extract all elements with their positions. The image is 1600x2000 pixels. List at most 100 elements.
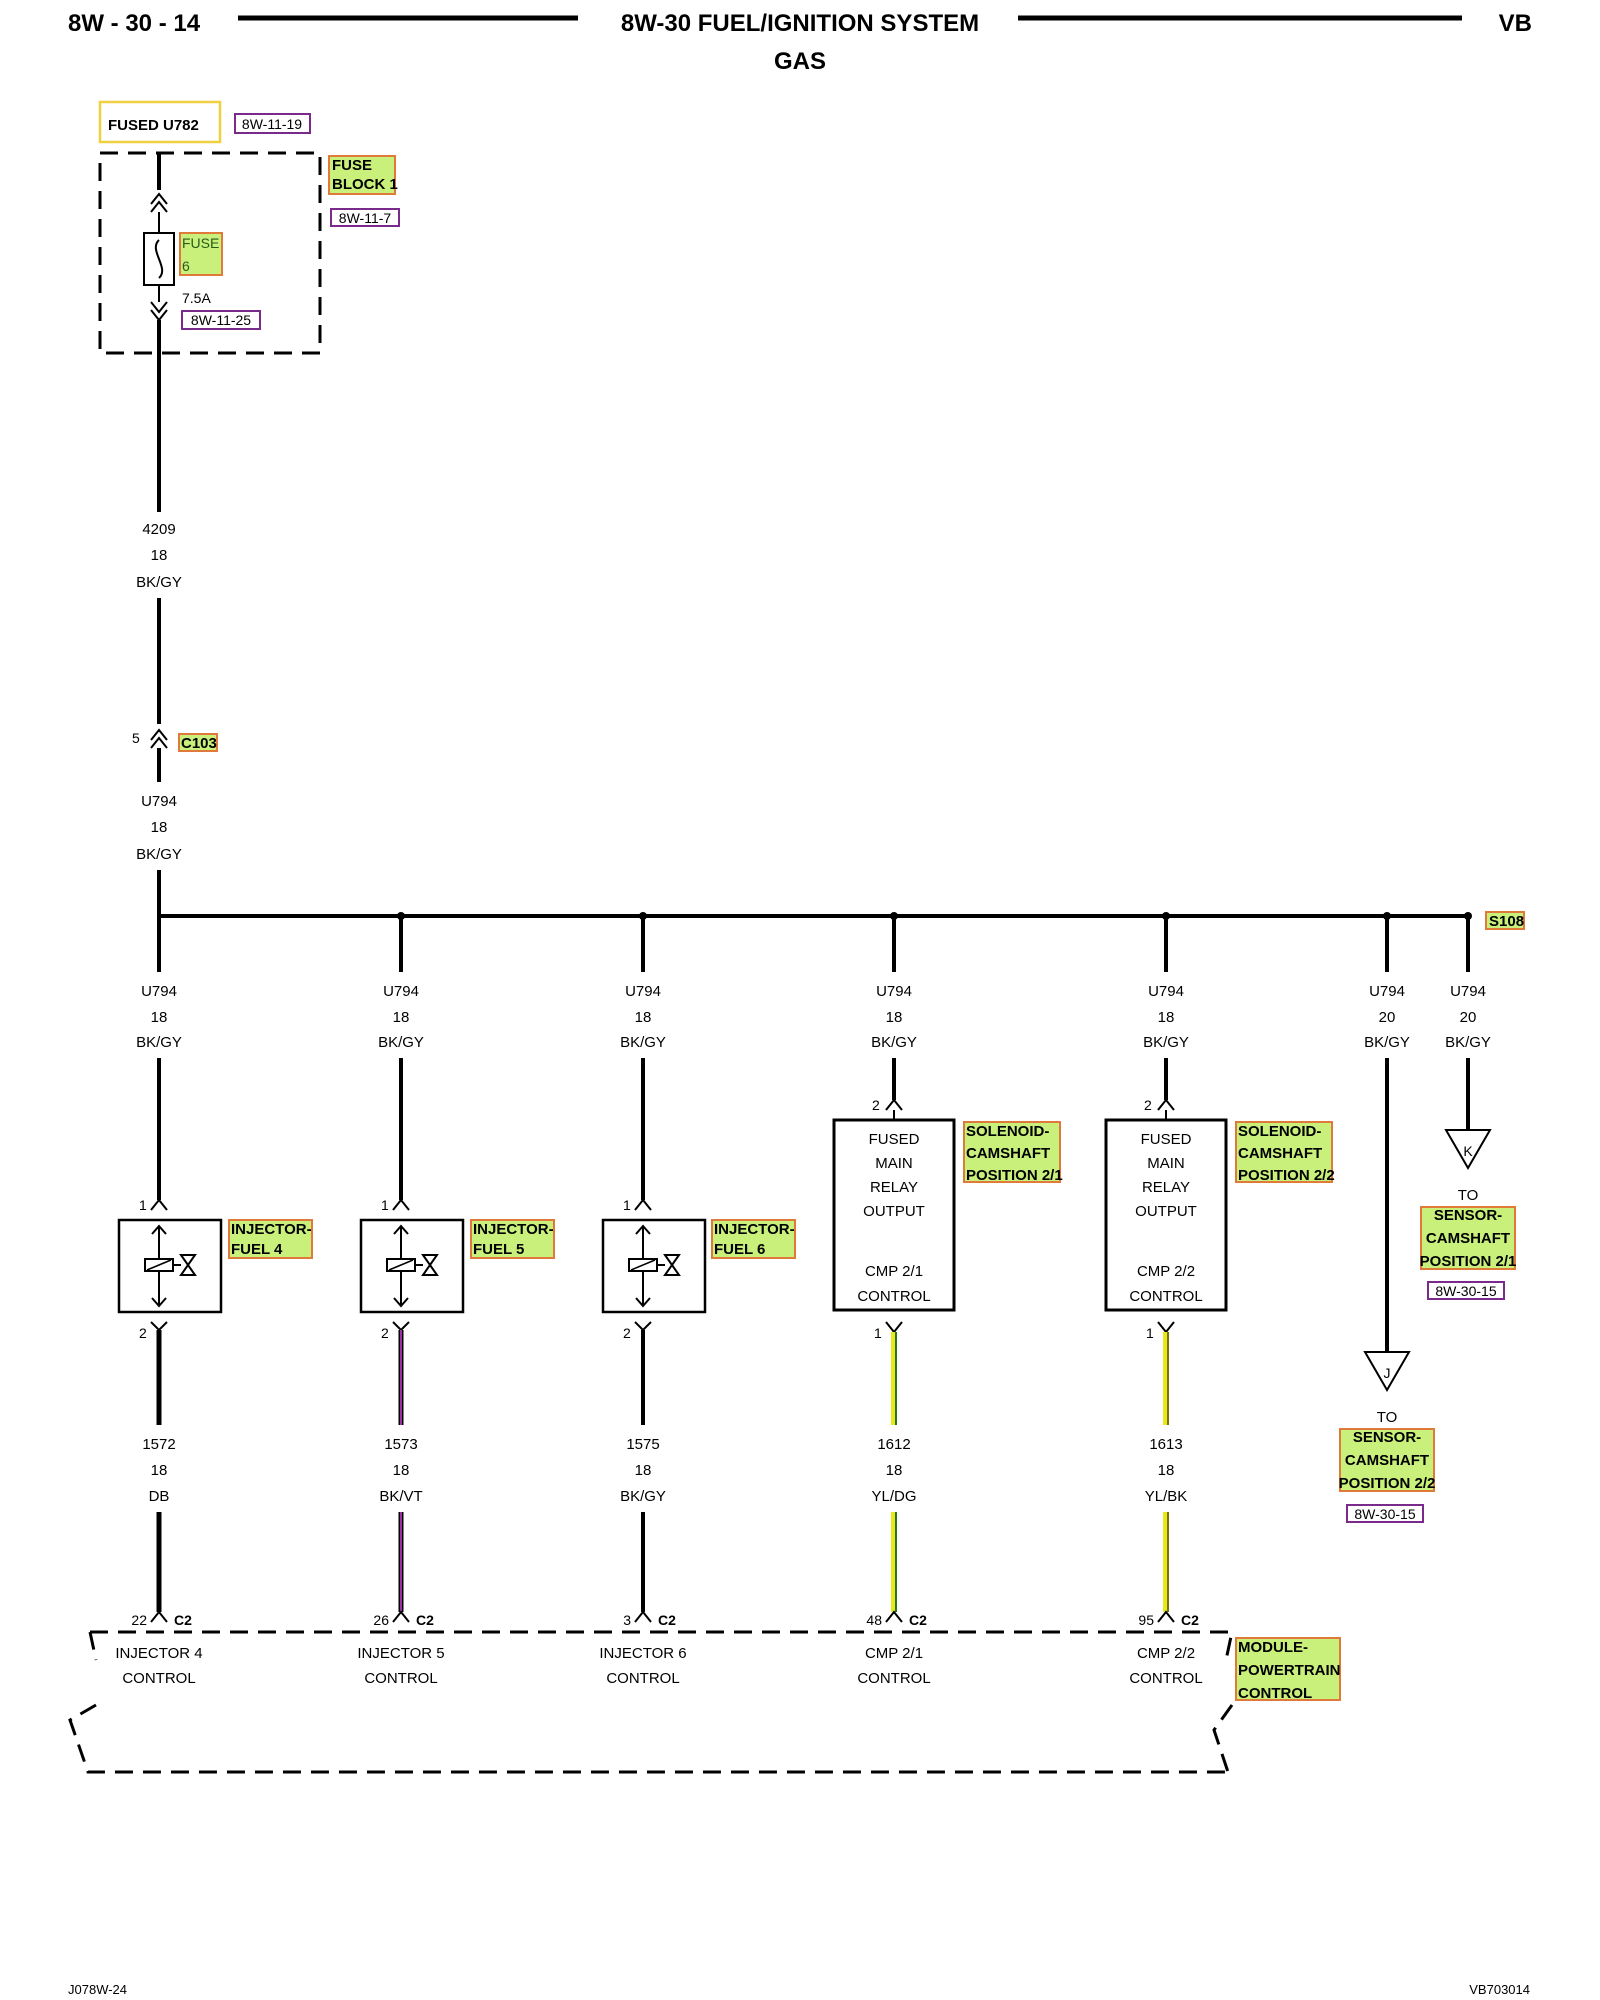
svg-text:CONTROL: CONTROL: [857, 1670, 930, 1687]
svg-text:U794: U794: [1148, 983, 1184, 1000]
pcm-module-label: MODULE- POWERTRAIN CONTROL: [1235, 1637, 1341, 1702]
fuse-block-ref-link[interactable]: 8W-11-7: [330, 208, 400, 227]
svg-text:CMP 2/2: CMP 2/2: [1137, 1645, 1195, 1662]
svg-text:20: 20: [1460, 1009, 1477, 1026]
svg-text:CONTROL: CONTROL: [122, 1670, 195, 1687]
svg-text:POSITION 2/1: POSITION 2/1: [1420, 1253, 1517, 1270]
svg-text:18: 18: [393, 1462, 410, 1479]
main-wire-upper-circuit: 4209: [142, 521, 175, 538]
svg-text:2: 2: [872, 1097, 880, 1113]
branch-5: U794 20 BK/GY: [1364, 912, 1410, 1352]
svg-text:18: 18: [393, 1009, 410, 1026]
injector-fuel-4-label: INJECTOR- FUEL 4: [228, 1219, 313, 1259]
svg-text:CONTROL: CONTROL: [606, 1670, 679, 1687]
svg-text:FUSE: FUSE: [182, 235, 219, 251]
svg-text:RELAY: RELAY: [870, 1179, 918, 1196]
svg-text:2: 2: [381, 1325, 389, 1341]
svg-text:INJECTOR 6: INJECTOR 6: [599, 1645, 686, 1662]
svg-text:1: 1: [1146, 1325, 1154, 1341]
svg-text:48: 48: [866, 1612, 882, 1628]
svg-text:YL/BK: YL/BK: [1145, 1488, 1188, 1505]
svg-text:1: 1: [139, 1197, 147, 1213]
fuse-block-outline: [98, 151, 322, 355]
svg-text:26: 26: [373, 1612, 389, 1628]
offpage-k-ref-link[interactable]: 8W-30-15: [1427, 1281, 1505, 1300]
solenoid-camshaft-2-2: 2 FUSED MAIN RELAY OUTPUT CMP 2/2 CONTRO…: [1104, 1097, 1228, 1341]
svg-text:18: 18: [1158, 1462, 1175, 1479]
solenoid-camshaft-2-1-label: SOLENOID- CAMSHAFT POSITION 2/1: [963, 1121, 1063, 1184]
svg-text:MAIN: MAIN: [1147, 1155, 1185, 1172]
svg-text:BK/GY: BK/GY: [136, 1034, 182, 1051]
svg-text:1: 1: [874, 1325, 882, 1341]
offpage-j-ref-link[interactable]: 8W-30-15: [1346, 1504, 1424, 1523]
svg-text:18: 18: [886, 1462, 903, 1479]
svg-text:1612: 1612: [877, 1436, 910, 1453]
svg-text:U794: U794: [1450, 983, 1486, 1000]
svg-text:RELAY: RELAY: [1142, 1179, 1190, 1196]
svg-text:BK/GY: BK/GY: [620, 1034, 666, 1051]
svg-text:POWERTRAIN: POWERTRAIN: [1238, 1662, 1341, 1679]
svg-text:2: 2: [1144, 1097, 1152, 1113]
page-number: 8W - 30 - 14: [68, 10, 201, 37]
fuse-ref-link[interactable]: 8W-11-25: [181, 310, 261, 330]
svg-text:C2: C2: [1181, 1612, 1199, 1628]
c103-connector-icon: [150, 728, 168, 749]
svg-text:CONTROL: CONTROL: [1238, 1685, 1312, 1702]
svg-text:18: 18: [151, 1462, 168, 1479]
svg-text:CMP 2/1: CMP 2/1: [865, 1645, 923, 1662]
svg-text:8W-11-19: 8W-11-19: [242, 116, 302, 132]
offpage-connector-k[interactable]: K: [1444, 1129, 1492, 1170]
svg-text:1613: 1613: [1149, 1436, 1182, 1453]
svg-text:1: 1: [623, 1197, 631, 1213]
branch-4: U794 18 BK/GY: [1143, 912, 1189, 1100]
lower-wire-1575: 1575 18 BK/GY 3 C2 INJECTOR 6 CONTROL: [599, 1330, 687, 1687]
svg-text:K: K: [1463, 1143, 1473, 1159]
svg-text:BK/VT: BK/VT: [379, 1488, 422, 1505]
injector-fuel-5: 1 2: [359, 1197, 465, 1341]
main-wire-upper-color: BK/GY: [136, 574, 182, 591]
svg-text:INJECTOR 4: INJECTOR 4: [115, 1645, 202, 1662]
splice-label: S108: [1485, 911, 1525, 930]
svg-text:J: J: [1384, 1365, 1391, 1381]
svg-text:CAMSHAFT: CAMSHAFT: [1238, 1145, 1322, 1162]
injector-fuel-5-label: INJECTOR- FUEL 5: [470, 1219, 555, 1259]
system-subtitle: GAS: [774, 48, 826, 75]
svg-text:CMP 2/2: CMP 2/2: [1137, 1263, 1195, 1280]
svg-text:INJECTOR 5: INJECTOR 5: [357, 1645, 444, 1662]
source-ref-link[interactable]: 8W-11-19: [234, 113, 311, 134]
svg-text:OUTPUT: OUTPUT: [863, 1203, 925, 1220]
svg-text:C2: C2: [909, 1612, 927, 1628]
source-label: FUSED U782: [98, 100, 222, 144]
branch-1: U794 18 BK/GY: [378, 912, 424, 1200]
svg-text:CAMSHAFT: CAMSHAFT: [966, 1145, 1050, 1162]
svg-text:INJECTOR-: INJECTOR-: [231, 1221, 312, 1238]
svg-text:BK/GY: BK/GY: [620, 1488, 666, 1505]
svg-text:1573: 1573: [384, 1436, 417, 1453]
offpage-j-to: TO: [1377, 1409, 1398, 1426]
svg-text:POSITION 2/2: POSITION 2/2: [1339, 1475, 1436, 1492]
fuse-block-label: FUSE BLOCK 1: [328, 155, 398, 195]
c103-pin: 5: [132, 730, 140, 746]
solenoid-camshaft-2-1: 2 FUSED MAIN RELAY OUTPUT CMP 2/1 CONTRO…: [832, 1097, 956, 1341]
injector-fuel-4: 1 2: [117, 1197, 223, 1341]
svg-text:C103: C103: [181, 735, 217, 752]
svg-text:BK/GY: BK/GY: [1143, 1034, 1189, 1051]
fuse-label: FUSE 6: [179, 232, 223, 276]
footer-left-code: J078W-24: [68, 1982, 127, 1997]
svg-text:8W-11-7: 8W-11-7: [339, 210, 392, 226]
svg-text:CMP 2/1: CMP 2/1: [865, 1263, 923, 1280]
main-wire-lower-gauge: 18: [151, 819, 168, 836]
svg-text:S108: S108: [1489, 913, 1524, 930]
lower-wire-1573: 1573 18 BK/VT 26 C2 INJECTOR 5 CONTROL: [357, 1330, 445, 1687]
lower-wire-1612: 1612 18 YL/DG 48 C2 CMP 2/1 CONTROL: [857, 1332, 931, 1687]
offpage-connector-j[interactable]: J: [1363, 1351, 1411, 1392]
svg-text:2: 2: [623, 1325, 631, 1341]
svg-text:BK/GY: BK/GY: [871, 1034, 917, 1051]
fuse-rating: 7.5A: [182, 290, 211, 306]
svg-text:CONTROL: CONTROL: [1129, 1288, 1202, 1305]
svg-text:C2: C2: [174, 1612, 192, 1628]
svg-text:MAIN: MAIN: [875, 1155, 913, 1172]
svg-text:U794: U794: [141, 983, 177, 1000]
svg-text:SOLENOID-: SOLENOID-: [966, 1123, 1049, 1140]
svg-text:1: 1: [381, 1197, 389, 1213]
